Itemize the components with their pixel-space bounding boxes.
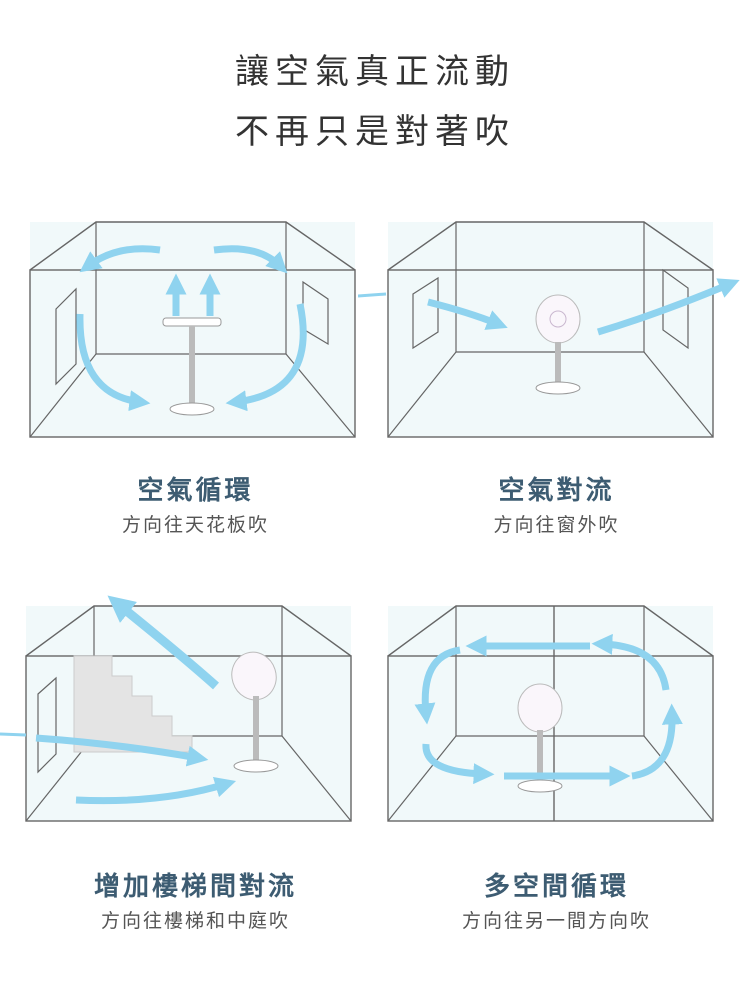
panel-2-title: 空氣對流 (498, 476, 615, 506)
headline-line-2: 不再只是對著吹 (235, 112, 515, 152)
headline-line-1: 讓空氣真正流動 (235, 52, 515, 92)
panel-3-title: 增加樓梯間對流 (93, 872, 297, 902)
panel-4-subtitle: 方向往另一間方向吹 (461, 910, 651, 932)
illustration-staircase-convection (0, 594, 365, 830)
illustration-multi-room-circulation (380, 594, 725, 830)
panel-2-subtitle: 方向往窗外吹 (493, 514, 620, 536)
illustration-air-convection (358, 214, 750, 446)
panel-4-title: 多空間循環 (483, 872, 629, 902)
panel-1-title: 空氣循環 (137, 476, 254, 506)
panel-3-subtitle: 方向往樓梯和中庭吹 (100, 910, 290, 932)
panel-1-subtitle: 方向往天花板吹 (121, 514, 269, 536)
illustration-air-circulation (18, 214, 363, 446)
